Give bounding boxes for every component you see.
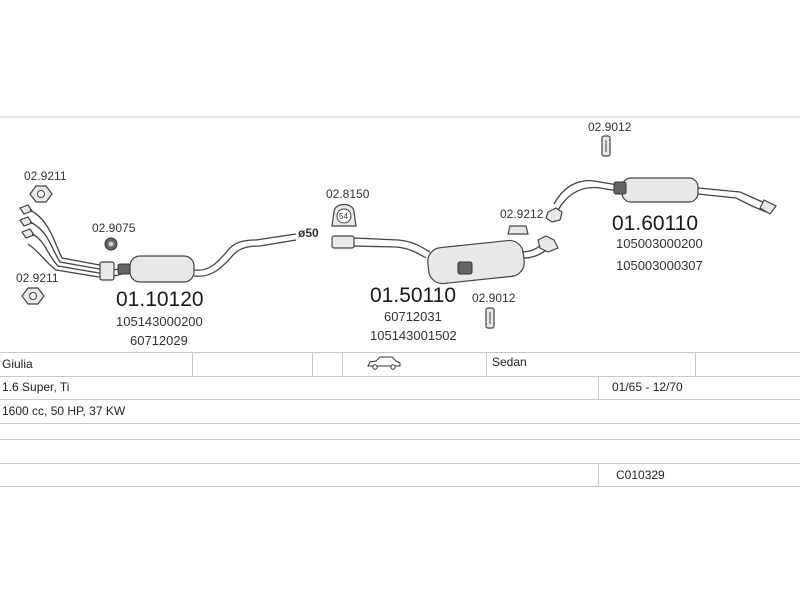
table-row-empty	[0, 424, 800, 440]
hanger-top-label: 02.9012	[588, 120, 632, 134]
manifold-flanges	[19, 204, 35, 239]
hanger-mid: 02.9012	[472, 291, 516, 329]
vehicle-engine: 1.6 Super, Ti	[2, 380, 70, 394]
clamp-front: 02.9075	[92, 221, 136, 251]
vehicle-specs: 1600 cc, 50 HP, 37 KW	[2, 404, 126, 418]
rear-silencer: 01.60110 105003000200 105003000307	[545, 177, 777, 273]
clamp-mid: 54 02.8150	[326, 187, 370, 227]
front-silencer-ref1: 105143000200	[116, 314, 203, 329]
middle-silencer-code: 01.50110	[370, 284, 456, 307]
front-downpipes	[27, 209, 115, 281]
middle-silencer-ref1: 60712031	[384, 309, 442, 324]
pipe-diameter-label: ø50	[298, 226, 319, 240]
table-row-blank	[0, 440, 800, 464]
rear-silencer-code: 01.60110	[612, 212, 698, 235]
front-silencer: 01.10120 105143000200 60712029	[113, 233, 297, 348]
gasket-top-left: 02.9211	[24, 169, 67, 203]
clamp-front-label: 02.9075	[92, 221, 136, 235]
gasket-bottom-left: 02.9211	[16, 271, 59, 305]
mount-rear: 02.9212	[500, 207, 559, 253]
hanger-mid-label: 02.9012	[472, 291, 516, 305]
cell-divider	[312, 353, 313, 376]
clamp-mid-badge: 54	[339, 212, 348, 221]
middle-silencer: 01.50110 60712031 105143001502	[331, 235, 553, 343]
catalog-code: C010329	[616, 468, 665, 482]
cell-divider	[342, 353, 343, 376]
clamp-mid-label: 02.8150	[326, 187, 370, 201]
cell-divider	[486, 353, 487, 376]
table-row-model: Giulia Sedan	[0, 352, 800, 377]
vehicle-years: 01/65 - 12/70	[612, 380, 683, 394]
rear-silencer-ref1: 105003000200	[616, 236, 703, 251]
table-row-code: C010329	[0, 464, 800, 487]
table-row-specs: 1600 cc, 50 HP, 37 KW	[0, 400, 800, 424]
gasket-top-left-label: 02.9211	[24, 169, 67, 183]
cell-divider	[598, 464, 599, 486]
cell-divider	[695, 353, 696, 376]
vehicle-model: Giulia	[2, 357, 33, 371]
middle-silencer-ref2: 105143001502	[370, 328, 457, 343]
table-row-engine: 1.6 Super, Ti 01/65 - 12/70	[0, 376, 800, 400]
vehicle-body: Sedan	[492, 355, 527, 369]
car-icon	[366, 355, 402, 378]
hanger-top: 02.9012	[588, 120, 632, 157]
cell-divider	[192, 353, 193, 376]
front-silencer-code: 01.10120	[116, 288, 204, 311]
front-silencer-ref2: 60712029	[130, 333, 188, 348]
mount-rear-label: 02.9212	[500, 207, 544, 221]
cell-divider	[598, 376, 599, 399]
rear-silencer-ref2: 105003000307	[616, 258, 703, 273]
gasket-bottom-left-label: 02.9211	[16, 271, 59, 285]
